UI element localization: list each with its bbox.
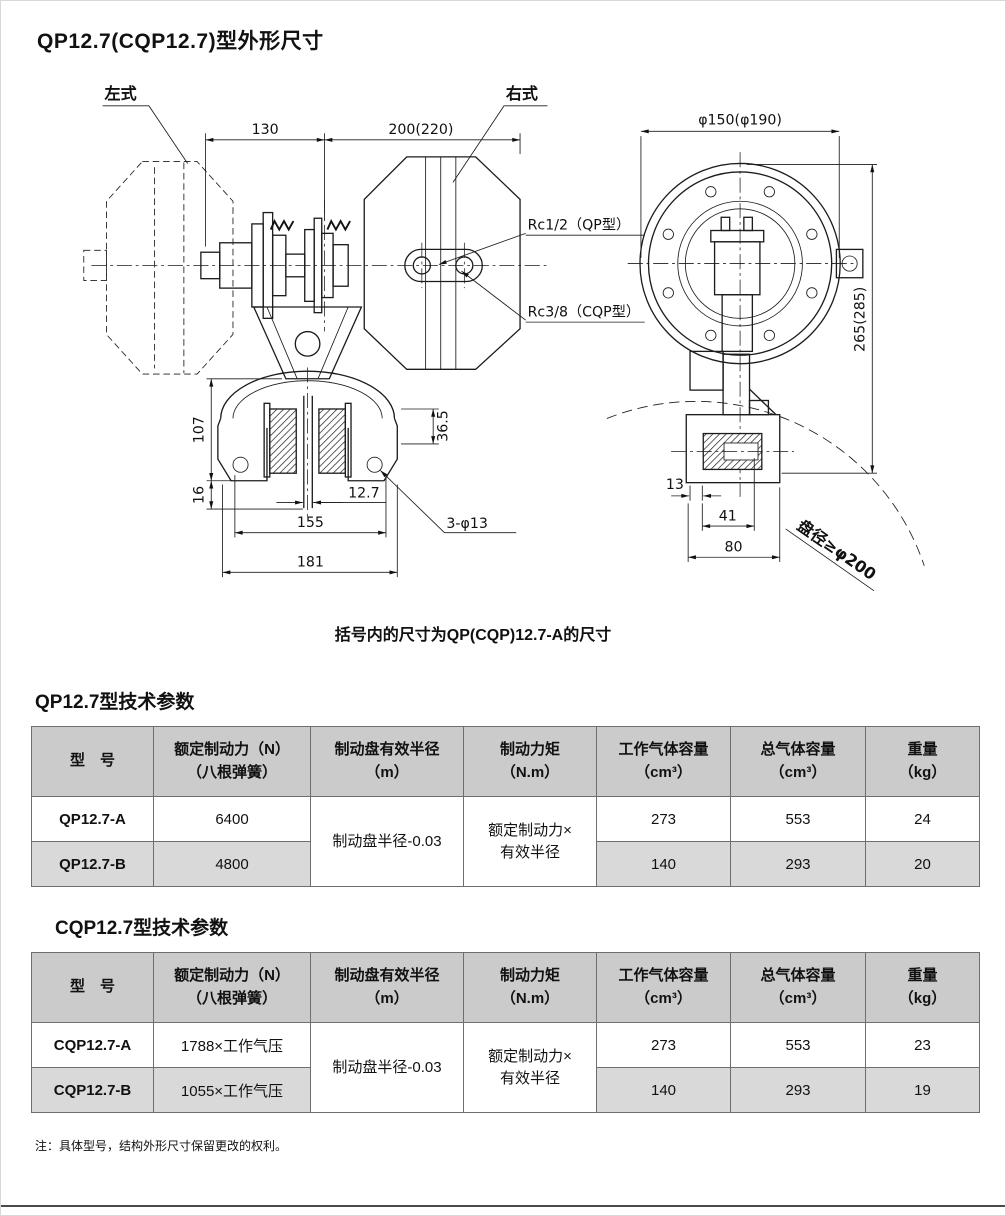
cqp-a-working-volume: 273 xyxy=(596,1022,731,1068)
left-type-leader xyxy=(102,105,189,164)
caliper-side xyxy=(671,350,794,484)
brake-outline-drawing: 左式 右式 Rc1/2（QP型） Rc3/8（CQP型） 130 200(220… xyxy=(83,84,925,592)
qp-b-weight: 20 xyxy=(865,841,980,887)
hub-assembly xyxy=(200,211,351,319)
caliper-front xyxy=(217,370,398,509)
page-bottom-rule xyxy=(1,1205,1005,1207)
cqp-col-radius: 制动盘有效半径（m） xyxy=(310,952,464,1023)
dim-16: 16 xyxy=(192,486,208,504)
dim-13: 13 xyxy=(666,477,684,493)
drawing-caption: 括号内的尺寸为QP(CQP)12.7-A的尺寸 xyxy=(334,627,612,644)
cqp-header-row: 型 号 额定制动力（N）（八根弹簧） 制动盘有效半径（m） 制动力矩（N.m） … xyxy=(31,952,980,1023)
dim-107: 107 xyxy=(192,416,208,443)
qp-b-total-volume: 293 xyxy=(730,841,866,887)
dim-155: 155 xyxy=(297,515,324,531)
front-view xyxy=(83,156,547,519)
dimension-drawing: 左式 右式 Rc1/2（QP型） Rc3/8（CQP型） 130 200(220… xyxy=(29,61,977,645)
qp-header-row: 型 号 额定制动力（N）（八根弹簧） 制动盘有效半径（m） 制动力矩（N.m） … xyxy=(31,726,980,797)
table-row: CQP12.7-A 1788×工作气压 制动盘半径-0.03 额定制动力×有效半… xyxy=(31,1022,980,1113)
cqp-col-model: 型 号 xyxy=(31,952,154,1023)
side-view xyxy=(627,152,864,497)
port-cqp-label: Rc3/8（CQP型） xyxy=(528,304,640,320)
side-tab xyxy=(835,248,864,279)
cqp-col-force: 额定制动力（N）（八根弹簧） xyxy=(153,952,311,1023)
left-type-outline xyxy=(83,161,234,375)
dim-41: 41 xyxy=(719,508,737,524)
dim-200-220: 200(220) xyxy=(388,122,453,138)
cqp-b-model: CQP12.7-B xyxy=(31,1067,154,1113)
qp-spec-table: 型 号 额定制动力（N）（八根弹簧） 制动盘有效半径（m） 制动力矩（N.m） … xyxy=(31,726,980,887)
qp-col-working-volume: 工作气体容量（cm³） xyxy=(596,726,731,797)
dim-3-phi13: 3-φ13 xyxy=(446,516,487,532)
cqp-b-working-volume: 140 xyxy=(596,1067,731,1113)
qp-col-force: 额定制动力（N）（八根弹簧） xyxy=(153,726,311,797)
qp-a-model: QP12.7-A xyxy=(31,796,154,842)
port-cqp-leader xyxy=(461,270,526,321)
qp-a-working-volume: 273 xyxy=(596,796,731,842)
cqp-radius-value: 制动盘半径-0.03 xyxy=(310,1022,464,1113)
cqp-b-total-volume: 293 xyxy=(730,1067,866,1113)
qp-col-weight: 重量（kg） xyxy=(865,726,980,797)
right-type-leader xyxy=(452,105,548,183)
cqp-b-weight: 19 xyxy=(865,1067,980,1113)
dim-181: 181 xyxy=(297,555,324,571)
qp-col-radius: 制动盘有效半径（m） xyxy=(310,726,464,797)
left-type-label: 左式 xyxy=(104,84,137,103)
qp-a-weight: 24 xyxy=(865,796,980,842)
dim-12-7: 12.7 xyxy=(348,486,380,502)
dim-phi150: φ150(φ190) xyxy=(698,113,782,129)
table-row: QP12.7-B 4800 140 293 20 xyxy=(31,841,980,887)
qp-col-model: 型 号 xyxy=(31,726,154,797)
qp-col-torque: 制动力矩（N.m） xyxy=(463,726,597,797)
cqp-table-title: CQP12.7型技术参数 xyxy=(55,918,229,939)
qp-a-total-volume: 553 xyxy=(730,796,866,842)
chamber-side xyxy=(710,216,765,353)
port-qp-leader xyxy=(438,232,526,265)
mounting-bracket xyxy=(252,306,363,380)
front-view-dimensions: 130 200(220) 107 16 36.5 12.7 xyxy=(192,122,521,578)
cqp-a-model: CQP12.7-A xyxy=(31,1022,154,1068)
qp-a-force: 6400 xyxy=(153,796,311,842)
dim-130: 130 xyxy=(252,122,279,138)
cqp-b-force: 1055×工作气压 xyxy=(153,1067,311,1113)
table-row: QP12.7-A 6400 制动盘半径-0.03 额定制动力×有效半径 273 … xyxy=(31,796,980,887)
cqp-col-total-volume: 总气体容量（cm³） xyxy=(730,952,866,1023)
flange-bolt-holes xyxy=(662,186,818,341)
cqp-a-total-volume: 553 xyxy=(730,1022,866,1068)
cqp-spec-table: 型 号 额定制动力（N）（八根弹簧） 制动盘有效半径（m） 制动力矩（N.m） … xyxy=(31,952,980,1113)
dim-265: 265(285) xyxy=(853,287,869,352)
cqp-col-torque: 制动力矩（N.m） xyxy=(463,952,597,1023)
cqp-a-force: 1788×工作气压 xyxy=(153,1022,311,1068)
qp-radius-value: 制动盘半径-0.03 xyxy=(310,796,464,887)
cqp-a-weight: 23 xyxy=(865,1022,980,1068)
port-qp-label: Rc1/2（QP型） xyxy=(528,218,631,234)
qp-b-working-volume: 140 xyxy=(596,841,731,887)
cqp-col-weight: 重量（kg） xyxy=(865,952,980,1023)
qp-table-title: QP12.7型技术参数 xyxy=(35,692,195,713)
page-title: QP12.7(CQP12.7)型外形尺寸 xyxy=(37,30,324,53)
right-type-label: 右式 xyxy=(506,84,538,103)
disc-diameter-note: 盘径≥φ200 xyxy=(794,516,880,584)
footnote: 注：具体型号，结构外形尺寸保留更改的权利。 xyxy=(35,1139,288,1153)
qp-b-model: QP12.7-B xyxy=(31,841,154,887)
qp-col-total-volume: 总气体容量（cm³） xyxy=(730,726,866,797)
cqp-torque-value: 额定制动力×有效半径 xyxy=(463,1022,597,1113)
disc-edge-arc xyxy=(606,400,925,566)
dim-80: 80 xyxy=(724,540,742,556)
table-row: CQP12.7-B 1055×工作气压 140 293 19 xyxy=(31,1067,980,1113)
dim-36-5: 36.5 xyxy=(435,410,451,442)
cqp-col-working-volume: 工作气体容量（cm³） xyxy=(596,952,731,1023)
qp-torque-value: 额定制动力×有效半径 xyxy=(463,796,597,887)
qp-b-force: 4800 xyxy=(153,841,311,887)
